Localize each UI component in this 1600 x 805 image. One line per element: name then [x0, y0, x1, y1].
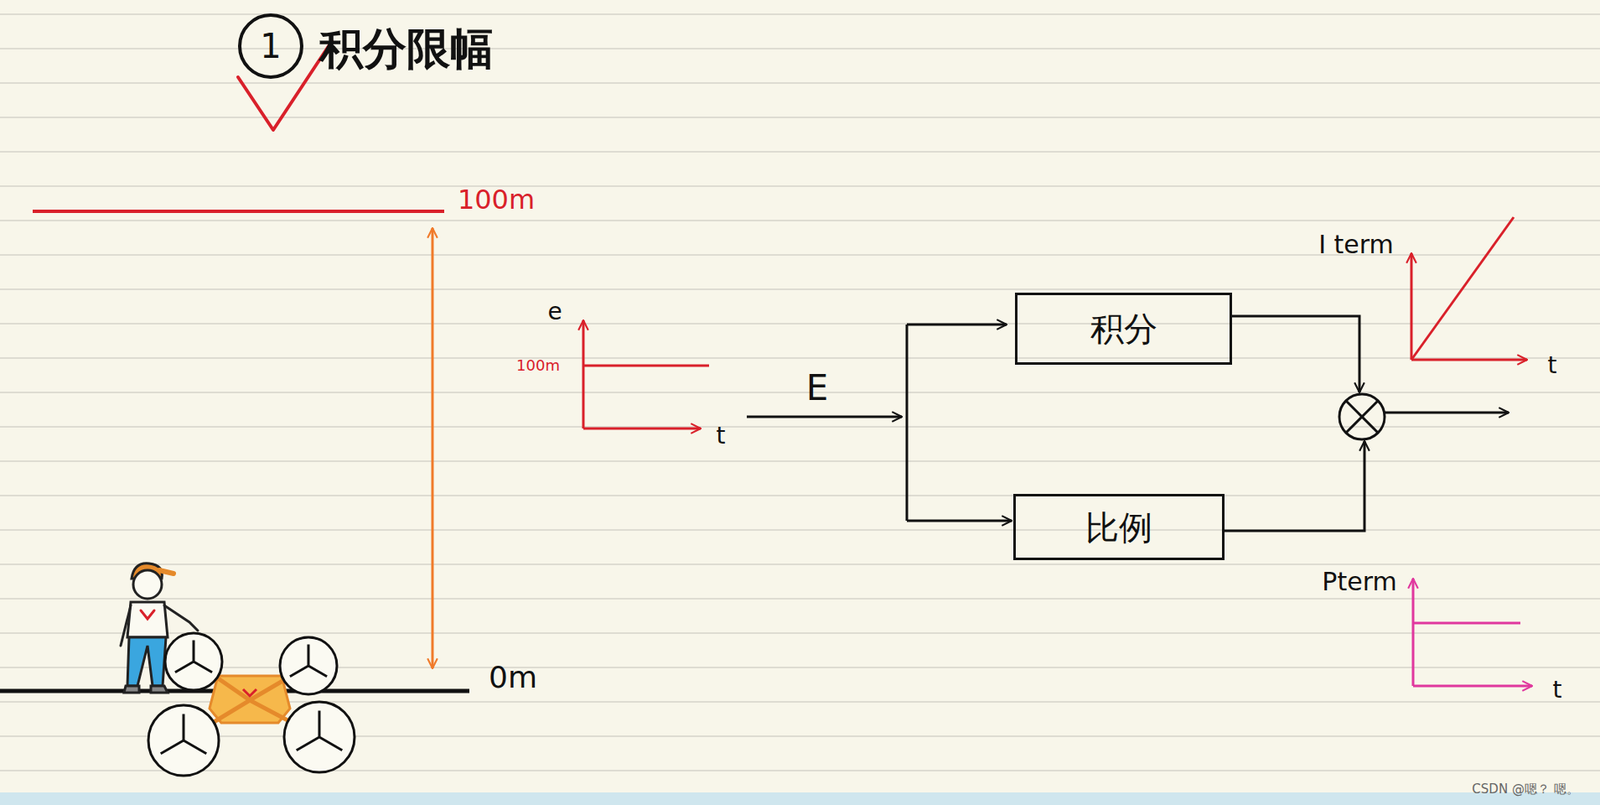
ruled-line	[0, 150, 1600, 153]
rotor	[284, 701, 355, 772]
error-graph	[583, 320, 710, 429]
ruled-line	[0, 185, 1600, 187]
axis-label: t	[1548, 353, 1558, 378]
bottom-band	[0, 792, 1600, 805]
ruled-line	[0, 666, 1600, 668]
height-arrow	[431, 227, 435, 668]
title: 积分限幅	[319, 26, 494, 71]
check-mark	[238, 41, 332, 130]
ruled-line	[0, 425, 1600, 428]
sum-junction	[1339, 393, 1385, 440]
ruled-line	[0, 631, 1600, 634]
rotor	[165, 632, 223, 690]
ruled-line	[0, 219, 1600, 222]
rotor	[148, 704, 219, 776]
callout-number: 1	[259, 29, 281, 63]
rotor-group	[148, 632, 355, 776]
pterm-graph	[1413, 578, 1533, 686]
signal-name: E	[806, 370, 829, 406]
signal-wires	[746, 315, 1509, 531]
watermark: CSDN @嗯？ 嗯。	[1471, 782, 1579, 796]
ruled-line	[0, 563, 1600, 565]
target-line	[32, 209, 445, 213]
ruled-line	[0, 460, 1600, 462]
axis-label: t	[1553, 678, 1563, 702]
ruled-line	[0, 494, 1600, 497]
graph-title: I term	[1318, 232, 1394, 258]
ruled-line	[0, 116, 1600, 119]
ruled-line	[0, 597, 1600, 600]
ruled-line	[0, 288, 1600, 290]
number-circle	[239, 15, 302, 78]
iterm-graph	[1411, 217, 1528, 360]
block-label: 积分	[1090, 311, 1158, 346]
value-label: 100m	[516, 357, 560, 373]
rotor	[279, 636, 337, 694]
graph-title: Pterm	[1321, 569, 1397, 595]
ruled-line	[0, 769, 1600, 772]
height-label: 100m	[457, 186, 535, 213]
ruled-line	[0, 735, 1600, 737]
integral-block: 积分	[1014, 292, 1233, 365]
proportional-block: 比例	[1013, 493, 1225, 560]
axis-label: t	[716, 424, 726, 448]
axis-label: e	[547, 300, 562, 324]
block-label: 比例	[1085, 510, 1153, 544]
height-label: 0m	[488, 662, 538, 693]
ruled-line	[0, 13, 1600, 16]
